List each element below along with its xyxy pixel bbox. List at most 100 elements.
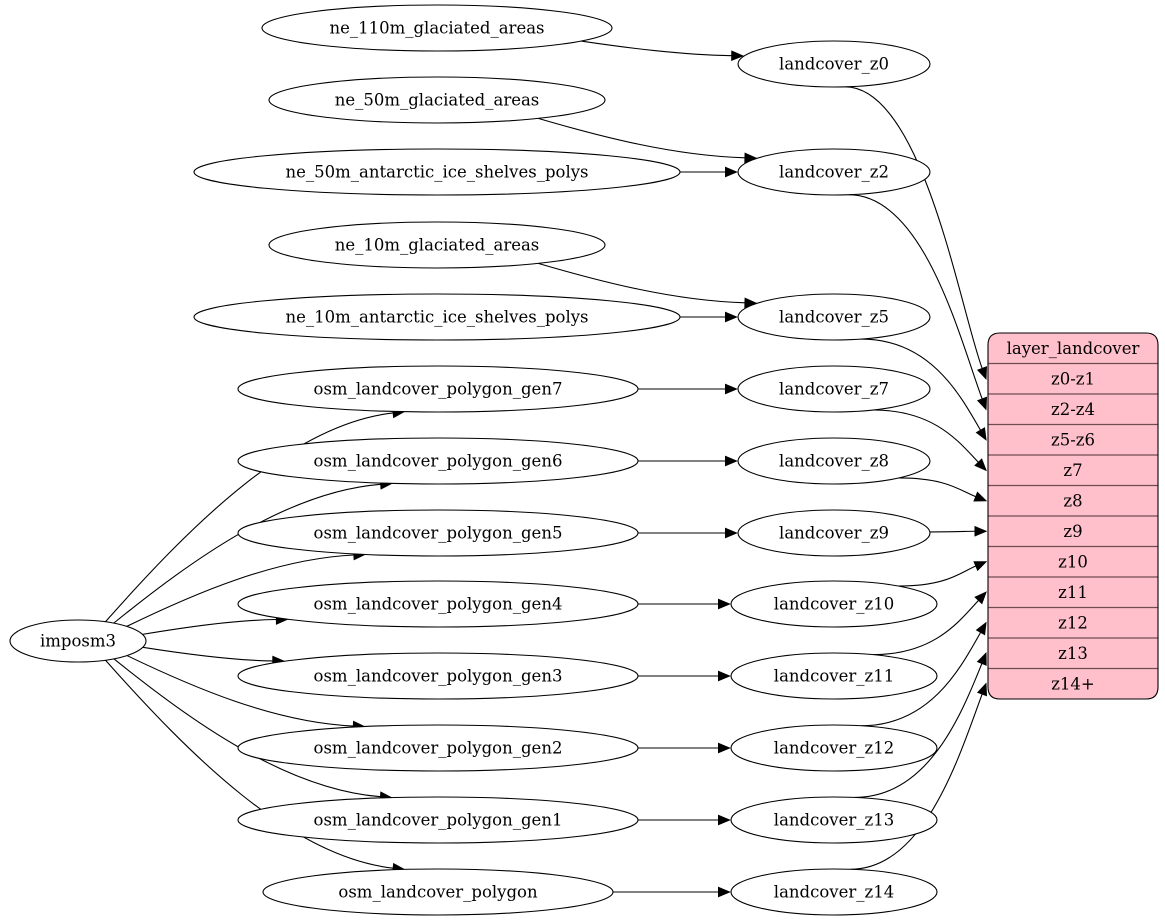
layer-table-layer_landcover[interactable]: layer_landcoverz0-z1z2-z4z5-z6z7z8z9z10z… [987, 332, 1159, 700]
graph-node-osm_landcover_polygon_gen5[interactable]: osm_landcover_polygon_gen5 [237, 509, 639, 557]
node-label: landcover_z8 [779, 452, 889, 471]
table-row-z14+[interactable]: z14+ [1051, 674, 1095, 693]
table-row-z8[interactable]: z8 [1063, 491, 1082, 510]
node-shape [730, 868, 938, 916]
edge-arrowhead [973, 491, 988, 502]
graph-edge-ne_10m_antarctic_ice_shelves_polys--to--landcover_z5 [680, 311, 738, 323]
node-layer: imposm3 ne_110m_glaciated_areas ne_50m_gla… [9, 4, 938, 916]
edge-path [126, 655, 354, 727]
edge-path [861, 338, 982, 431]
node-label: ne_110m_glaciated_areas [329, 19, 544, 38]
graph-node-osm_landcover_polygon_gen2[interactable]: osm_landcover_polygon_gen2 [237, 724, 639, 772]
graph-node-landcover_z12[interactable]: landcover_z12 [730, 724, 938, 772]
node-label: osm_landcover_polygon_gen1 [314, 811, 563, 830]
node-shape [737, 40, 931, 88]
graph-node-osm_landcover_polygon_gen4[interactable]: osm_landcover_polygon_gen4 [237, 580, 639, 628]
graph-node-osm_landcover_polygon_gen3[interactable]: osm_landcover_polygon_gen3 [237, 652, 639, 700]
graph-edge-osm_landcover_polygon_gen3--to--landcover_z11 [637, 670, 731, 682]
table-row-z13[interactable]: z13 [1058, 644, 1088, 663]
graph-node-landcover_z10[interactable]: landcover_z10 [730, 580, 938, 628]
graph-edge-osm_landcover_polygon--to--landcover_z14 [612, 886, 731, 898]
graph-node-osm_landcover_polygon_gen7[interactable]: osm_landcover_polygon_gen7 [237, 365, 639, 413]
table-row-z11[interactable]: z11 [1058, 583, 1088, 602]
table-row-z5-z6[interactable]: z5-z6 [1051, 430, 1095, 449]
edge-layer [105, 40, 988, 898]
graph-node-ne_50m_antarctic_ice_shelves_polys[interactable]: ne_50m_antarctic_ice_shelves_polys [193, 148, 681, 196]
node-shape [237, 437, 639, 485]
edge-arrowhead [976, 366, 988, 380]
table-row-z9[interactable]: z9 [1063, 522, 1082, 541]
graph-node-osm_landcover_polygon_gen6[interactable]: osm_landcover_polygon_gen6 [237, 437, 639, 485]
table-row-z0-z1[interactable]: z0-z1 [1051, 369, 1095, 388]
edge-arrowhead [976, 396, 988, 411]
graph-node-osm_landcover_polygon_gen1[interactable]: osm_landcover_polygon_gen1 [237, 796, 639, 844]
graph-node-landcover_z7[interactable]: landcover_z7 [737, 365, 931, 413]
edge-path [142, 618, 277, 635]
node-shape [737, 509, 931, 557]
graph-node-imposm3[interactable]: imposm3 [9, 619, 147, 663]
graph-node-landcover_z2[interactable]: landcover_z2 [737, 148, 931, 196]
graph-node-landcover_z9[interactable]: landcover_z9 [737, 509, 931, 557]
node-shape [737, 293, 931, 341]
node-label: landcover_z11 [774, 667, 894, 686]
node-label: landcover_z7 [779, 380, 889, 399]
graph-node-landcover_z14[interactable]: landcover_z14 [730, 868, 938, 916]
edge-arrowhead [718, 886, 731, 898]
table-row-z2-z4[interactable]: z2-z4 [1051, 400, 1095, 419]
table-row-z12[interactable]: z12 [1058, 613, 1088, 632]
node-shape [730, 652, 938, 700]
table-row-z10[interactable]: z10 [1058, 552, 1088, 571]
edge-arrowhead [974, 525, 988, 537]
graph-edge-osm_landcover_polygon_gen5--to--landcover_z9 [638, 527, 738, 539]
node-label: landcover_z2 [779, 163, 889, 182]
node-label: osm_landcover_polygon_gen6 [314, 452, 563, 471]
edge-arrowhead [973, 561, 988, 572]
edge-path [872, 599, 979, 656]
node-shape [268, 76, 606, 124]
edge-path [850, 693, 983, 870]
node-shape [262, 868, 614, 916]
graph-node-ne_110m_glaciated_areas[interactable]: ne_110m_glaciated_areas [261, 4, 613, 52]
node-shape [268, 221, 606, 269]
graph-edge-osm_landcover_polygon_gen1--to--landcover_z13 [638, 814, 731, 826]
graph-edge-landcover_z8--to--layer_landcover:z8 [898, 477, 988, 502]
graph-node-ne_10m_glaciated_areas[interactable]: ne_10m_glaciated_areas [268, 221, 606, 269]
graph-edge-imposm3--to--osm_landcover_polygon_gen4 [142, 614, 289, 635]
node-shape [737, 365, 931, 413]
node-label: ne_50m_antarctic_ice_shelves_polys [285, 163, 588, 182]
node-shape [737, 437, 931, 485]
node-label: landcover_z13 [774, 811, 894, 830]
edge-arrowhead [718, 814, 731, 826]
graph-edge-ne_50m_antarctic_ice_shelves_polys--to--landcover_z2 [679, 166, 738, 178]
node-label: osm_landcover_polygon_gen4 [314, 595, 563, 614]
table-row-z7[interactable]: z7 [1063, 461, 1082, 480]
graph-node-ne_10m_antarctic_ice_shelves_polys[interactable]: ne_10m_antarctic_ice_shelves_polys [193, 293, 681, 341]
graph-node-landcover_z0[interactable]: landcover_z0 [737, 40, 931, 88]
node-shape [237, 365, 639, 413]
graph-node-ne_50m_glaciated_areas[interactable]: ne_50m_glaciated_areas [268, 76, 606, 124]
node-label: osm_landcover_polygon_gen5 [314, 524, 563, 543]
edge-path [860, 632, 982, 727]
edge-path [538, 117, 745, 159]
graph-edge-osm_landcover_polygon_gen4--to--landcover_z10 [638, 598, 731, 610]
graph-edge-landcover_z9--to--layer_landcover:z9 [929, 525, 988, 537]
edge-arrowhead [975, 621, 987, 636]
node-label: landcover_z10 [774, 595, 894, 614]
graph-edge-landcover_z13--to--layer_landcover:z13 [854, 652, 987, 799]
graph-node-landcover_z13[interactable]: landcover_z13 [730, 796, 938, 844]
node-label: landcover_z5 [779, 308, 889, 327]
graph-edge-ne_110m_glaciated_areas--to--landcover_z0 [580, 40, 745, 62]
edge-arrowhead [731, 50, 745, 62]
graph-node-landcover_z11[interactable]: landcover_z11 [730, 652, 938, 700]
edge-arrowhead [718, 598, 731, 610]
node-shape [237, 724, 639, 772]
graph-edge-landcover_z7--to--layer_landcover:z7 [873, 409, 987, 472]
graph-node-landcover_z5[interactable]: landcover_z5 [737, 293, 931, 341]
edge-arrowhead [725, 527, 738, 539]
graph-node-osm_landcover_polygon[interactable]: osm_landcover_polygon [262, 868, 614, 916]
edge-path [142, 646, 273, 662]
node-shape [9, 619, 147, 663]
graph-node-landcover_z8[interactable]: landcover_z8 [737, 437, 931, 485]
node-shape [193, 293, 681, 341]
